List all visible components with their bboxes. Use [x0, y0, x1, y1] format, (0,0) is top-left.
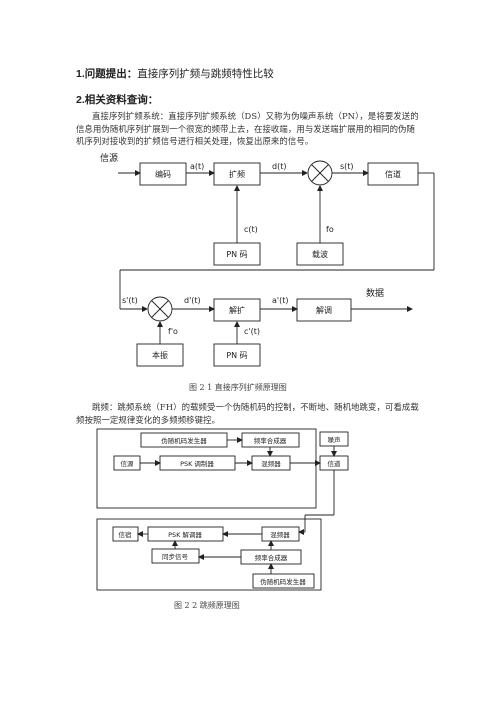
box-pn-code-tx-label: PN 码 — [226, 250, 247, 259]
signal-d-prime: d'(t) — [184, 296, 201, 305]
box-channel-fh-label: 信道 — [328, 459, 342, 468]
section-1-label: 问题提出： — [84, 68, 138, 80]
box-source-label: 信源 — [121, 459, 135, 468]
section-2-number: 2. — [76, 94, 85, 106]
box-spread-label: 扩频 — [229, 169, 245, 179]
box-psk-demod-label: PSK 解调器 — [168, 530, 202, 539]
box-channel — [367, 162, 419, 186]
signal-fo-prime: f'o — [168, 327, 178, 336]
section-1-text: 直接序列扩频与跳频特性比较 — [137, 68, 274, 80]
tx-frame — [96, 428, 317, 509]
paragraph-frequency-hopping: 跳频：跳频系统（FH）的载频受一个伪随机码的控制，不断地、随机地跳变，可看成载频… — [76, 402, 419, 425]
signal-s: s(t) — [340, 162, 354, 171]
box-downconverter-label: 混频器 — [270, 530, 290, 539]
box-encode-label: 编码 — [155, 169, 171, 179]
box-encode — [139, 162, 187, 186]
box-sink-label: 信宿 — [119, 530, 133, 539]
box-pn-code-rx-label: PN 码 — [226, 351, 247, 360]
box-channel-label: 信道 — [385, 169, 401, 179]
figure-1-caption: 图 2 1 直接序列扩频原理图 — [189, 383, 287, 392]
section-1-number: 1. — [76, 68, 85, 80]
figure-2-caption: 图 2 2 跳频原理图 — [174, 601, 240, 610]
signal-c: c(t) — [244, 225, 258, 234]
box-upconverter-label: 混频器 — [261, 459, 281, 468]
box-sync-label: 同步信号 — [162, 552, 189, 561]
box-synth-tx — [241, 432, 300, 448]
paragraph-direct-sequence: 直接序列扩频系统：直接序列扩频系统（DS）又称为伪噪声系统（PN），是将要发送的… — [76, 111, 419, 147]
box-carrier-label: 载波 — [312, 249, 328, 259]
signal-fo: fo — [326, 225, 334, 234]
section-2-heading: 2.相关资料查询： — [76, 92, 158, 107]
label-source: 信源 — [100, 152, 118, 164]
label-data-out: 数据 — [366, 287, 384, 299]
box-synth-tx-label: 频率合成器 — [254, 436, 287, 445]
box-noise-label: 噪声 — [328, 435, 342, 444]
box-prng-rx-label: 伪随机码发生器 — [260, 577, 306, 586]
box-demodulate-label: 解调 — [316, 305, 332, 315]
box-psk-mod-label: PSK 调制器 — [180, 459, 214, 468]
box-synth-rx-label: 频率合成器 — [255, 553, 288, 562]
rx-frame — [96, 518, 322, 591]
box-prng-tx-label: 伪随机码发生器 — [161, 436, 207, 445]
signal-d: d(t) — [272, 162, 286, 171]
section-2-label: 相关资料查询： — [84, 94, 159, 106]
section-1-heading: 1.问题提出：直接序列扩频与跳频特性比较 — [76, 66, 274, 81]
signal-a-prime: a'(t) — [272, 296, 288, 305]
signal-a: a(t) — [190, 162, 204, 171]
box-local-oscillator-label: 本振 — [152, 350, 168, 360]
signal-c-prime: c'(t) — [244, 327, 260, 336]
box-despread-label: 解扩 — [229, 305, 245, 315]
box-prng-rx — [252, 573, 315, 589]
signal-s-prime: s'(t) — [122, 296, 138, 305]
box-demodulate — [296, 298, 352, 322]
